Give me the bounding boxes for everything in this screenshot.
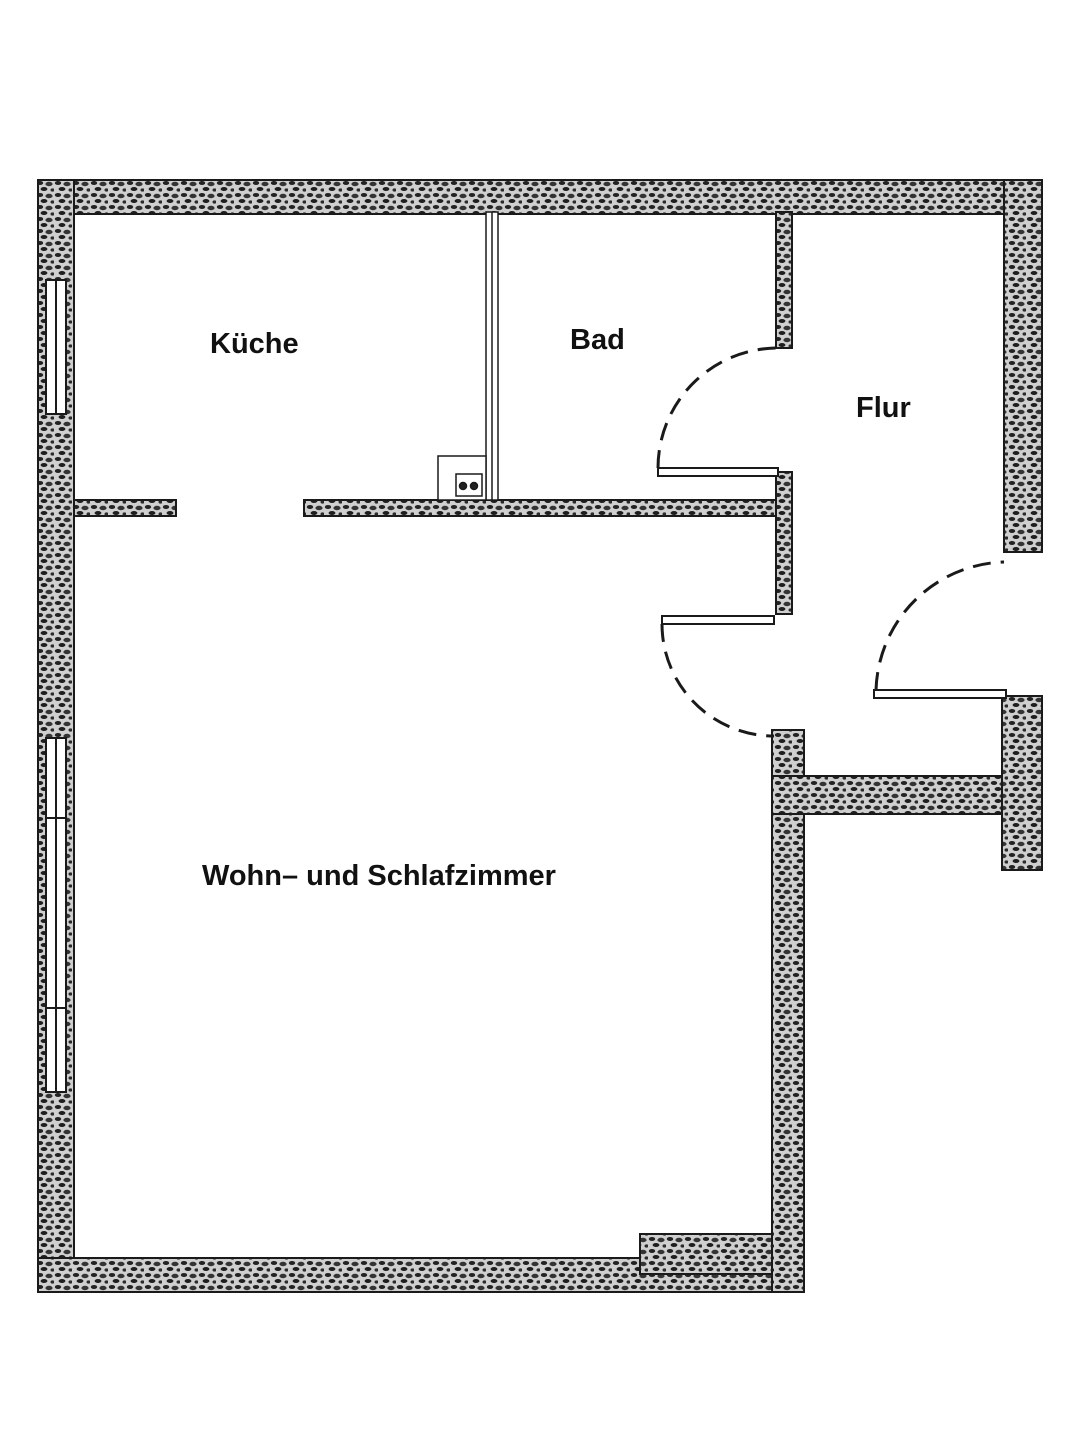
door-swing-living bbox=[660, 623, 775, 738]
door-swing-bath bbox=[656, 346, 779, 469]
room-label-bath: Bad bbox=[570, 324, 625, 356]
wall-living-right bbox=[771, 729, 805, 1293]
windows bbox=[45, 279, 67, 1093]
wall-kitchen-left-stub bbox=[73, 499, 177, 517]
wall-kitchen-bath-living bbox=[303, 499, 787, 517]
partition-kitchen-bath bbox=[437, 211, 499, 501]
wall-hall-right bbox=[1003, 179, 1043, 553]
door-leaf-living bbox=[661, 615, 775, 625]
door-leaves bbox=[657, 467, 1007, 699]
room-label-living: Wohn– und Schlafzimmer bbox=[202, 860, 556, 892]
door-swings bbox=[656, 346, 1005, 738]
interior-walls bbox=[73, 211, 793, 615]
wall-hall-middle bbox=[775, 471, 793, 615]
shaft-inner bbox=[455, 473, 483, 497]
door-leaf-bath bbox=[657, 467, 779, 477]
wall-hall-upper bbox=[775, 211, 793, 349]
door-swing-entrance bbox=[874, 560, 1005, 691]
wall-hall-bottom bbox=[771, 775, 1009, 815]
room-label-kitchen: Küche bbox=[210, 328, 299, 360]
outer-walls bbox=[37, 179, 1043, 1293]
door-leaf-entrance bbox=[873, 689, 1007, 699]
wall-top bbox=[37, 179, 1043, 215]
room-label-hall: Flur bbox=[856, 392, 911, 424]
wall-hall-stub bbox=[1001, 695, 1043, 871]
